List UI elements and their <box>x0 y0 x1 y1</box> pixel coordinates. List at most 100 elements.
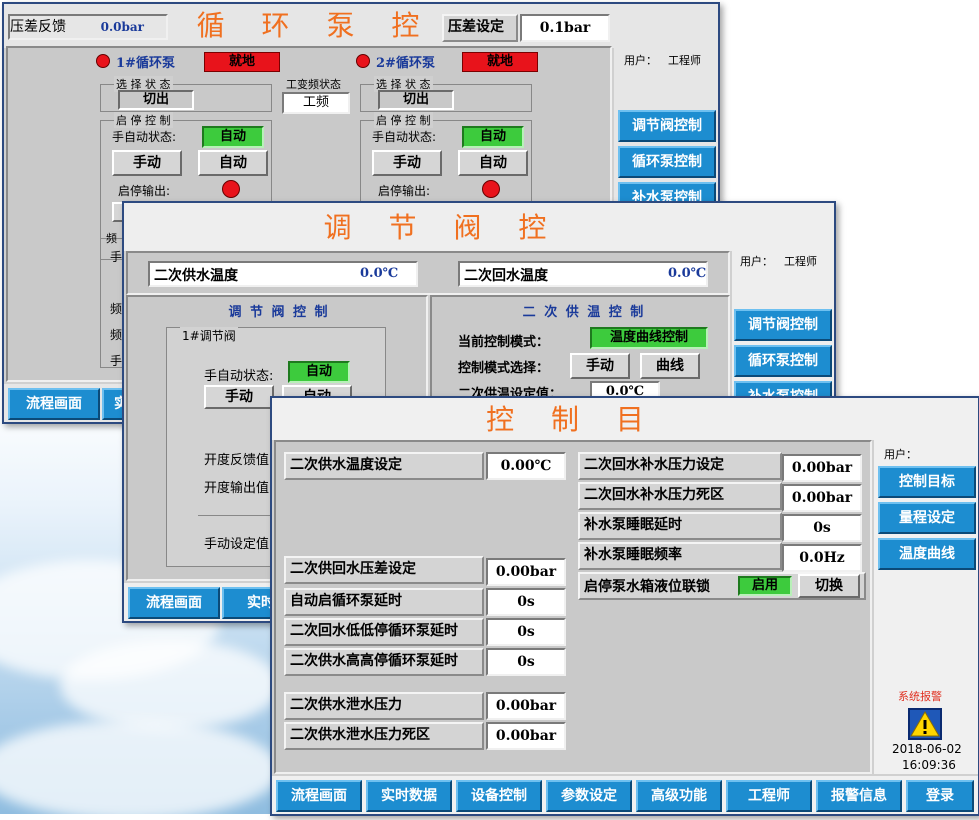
auto-start-delay-label: 自动启循环泵延时 <box>284 588 484 616</box>
valve1-group-label: 1#调节阀 <box>180 327 238 344</box>
nav-login[interactable]: 登录 <box>906 780 974 812</box>
makeup-sleep-freq-label: 补水泵睡眠频率 <box>578 542 782 570</box>
supply-temp-set-label: 二次供水温度设定 <box>284 452 484 480</box>
supply-temp-box <box>148 261 418 287</box>
time: 16:09:36 <box>902 758 956 772</box>
pump1-name: 1#循环泵 <box>116 56 175 71</box>
side-pump-control[interactable]: 循环泵控制 <box>734 345 832 377</box>
dp-set-value[interactable]: 0.1bar <box>520 14 610 42</box>
side-temp-curve[interactable]: 温度曲线 <box>878 538 976 570</box>
nav-advanced[interactable]: 高级功能 <box>636 780 722 812</box>
return-temp-label: 二次回水温度 <box>464 268 548 284</box>
makeup-sleep-freq-value[interactable]: 0.0Hz <box>782 544 862 572</box>
return-low-stop-delay-value[interactable]: 0s <box>486 618 566 646</box>
warning-icon[interactable] <box>908 708 942 740</box>
background-cloud <box>60 640 280 730</box>
partial-label: 频 <box>106 232 117 245</box>
partial-label: 手 <box>110 250 123 264</box>
valve-manual-button[interactable]: 手动 <box>204 385 274 409</box>
nav-alarm-info[interactable]: 报警信息 <box>816 780 902 812</box>
pump2-manual-auto-value: 自动 <box>462 126 524 148</box>
pump2-manual-auto-label: 手自动状态: <box>372 130 437 144</box>
pump1-manual-auto-label: 手自动状态: <box>112 130 177 144</box>
drain-pressure-deadband-label: 二次供水泄水压力死区 <box>284 722 484 750</box>
pump2-startstop-label: 启 停 控 制 <box>374 112 433 128</box>
mode-manual-button[interactable]: 手动 <box>570 353 630 379</box>
background-cloud <box>0 720 280 820</box>
pump2-auto-button[interactable]: 自动 <box>458 150 528 176</box>
pump2-output-label: 启停输出: <box>378 184 431 198</box>
freq-state-value: 工频 <box>282 92 350 114</box>
alarm-label: 系统报警 <box>898 690 942 703</box>
side-control-target[interactable]: 控制目标 <box>878 466 976 498</box>
dp-feedback-value: 0.0bar <box>8 14 168 40</box>
nav-device-control[interactable]: 设备控制 <box>456 780 542 812</box>
return-temp-box <box>458 261 708 287</box>
page-title: 控 制 目 标 <box>486 403 658 476</box>
makeup-pressure-set-label: 二次回水补水压力设定 <box>578 452 782 480</box>
dp-feedback-label: 压差反馈 <box>10 19 66 35</box>
current-mode-value: 温度曲线控制 <box>590 327 708 349</box>
makeup-sleep-delay-value[interactable]: 0s <box>782 514 862 542</box>
pump2-name: 2#循环泵 <box>376 56 435 71</box>
interlock-toggle-button[interactable]: 切换 <box>798 574 860 598</box>
nav-realtime-data[interactable]: 实时数据 <box>366 780 452 812</box>
auto-start-delay-value[interactable]: 0s <box>486 588 566 616</box>
valve-manual-auto-label: 手自动状态: <box>204 369 274 384</box>
drain-pressure-deadband-value[interactable]: 0.00bar <box>486 722 566 750</box>
date: 2018-06-02 <box>892 742 962 756</box>
user-value: 工程师 <box>668 54 701 67</box>
user-value: 工程师 <box>784 255 817 268</box>
mode-curve-button[interactable]: 曲线 <box>640 353 700 379</box>
control-target-window: 控 制 目 标 二次供水温度设定 0.00℃ 二次供回水压差设定 0.00bar… <box>270 396 979 816</box>
page-title: 调 节 阀 控 制 <box>323 211 561 286</box>
user-label: 用户： <box>884 448 917 461</box>
user-label: 用户： <box>624 54 657 67</box>
dp-set-value[interactable]: 0.00bar <box>486 558 566 586</box>
side-range-setting[interactable]: 量程设定 <box>878 502 976 534</box>
supply-temp-value: 0.0℃ <box>360 266 399 281</box>
nav-flow[interactable]: 流程画面 <box>276 780 362 812</box>
pump1-select-group <box>100 84 272 112</box>
pump2-output-lamp <box>482 180 500 198</box>
supply-high-stop-delay-value[interactable]: 0s <box>486 648 566 676</box>
interlock-label: 启停泵水箱液位联锁 <box>584 579 710 595</box>
drain-pressure-value[interactable]: 0.00bar <box>486 692 566 720</box>
interlock-state: 启用 <box>738 576 792 596</box>
manual-set-label: 手动设定值 <box>204 537 270 552</box>
supply-temp-label: 二次供水温度 <box>154 268 238 284</box>
makeup-pressure-deadband-value[interactable]: 0.00bar <box>782 484 862 512</box>
header-bar <box>124 203 834 251</box>
nav-engineer[interactable]: 工程师 <box>726 780 812 812</box>
side-valve-control[interactable]: 调节阀控制 <box>618 110 716 142</box>
supply-temp-set-value[interactable]: 0.00℃ <box>486 452 566 480</box>
valve-manual-auto-value: 自动 <box>288 361 350 383</box>
current-mode-label: 当前控制模式： <box>458 335 550 350</box>
nav-parameter-setting[interactable]: 参数设定 <box>546 780 632 812</box>
pump1-auto-button[interactable]: 自动 <box>198 150 268 176</box>
page-title: 循 环 泵 控 制 <box>196 9 434 82</box>
user-label: 用户： <box>740 255 773 268</box>
pump2-select-state[interactable]: 切出 <box>378 90 454 110</box>
open-output-label: 开度输出值 <box>204 481 270 496</box>
pump1-manual-button[interactable]: 手动 <box>112 150 182 176</box>
return-low-stop-delay-label: 二次回水低低停循环泵延时 <box>284 618 484 646</box>
pump1-output-lamp <box>222 180 240 198</box>
nav-flow[interactable]: 流程画面 <box>8 388 100 420</box>
makeup-pressure-set-value[interactable]: 0.00bar <box>782 454 862 482</box>
dp-set-label: 二次供回水压差设定 <box>284 556 484 584</box>
partial-label: 频 <box>110 302 123 316</box>
dp-set-label: 压差设定 <box>442 14 518 42</box>
pump2-select-label: 选 择 状 态 <box>374 76 433 92</box>
mode-select-label: 控制模式选择： <box>458 361 550 376</box>
side-valve-control[interactable]: 调节阀控制 <box>734 309 832 341</box>
pump2-manual-button[interactable]: 手动 <box>372 150 442 176</box>
pump1-status-lamp <box>96 54 110 68</box>
pump1-startstop-label: 启 停 控 制 <box>114 112 173 128</box>
pump1-local-badge: 就地 <box>204 52 280 72</box>
side-pump-control[interactable]: 循环泵控制 <box>618 146 716 178</box>
pump1-manual-auto-value: 自动 <box>202 126 264 148</box>
nav-flow[interactable]: 流程画面 <box>128 587 220 619</box>
pump1-select-state[interactable]: 切出 <box>118 90 194 110</box>
partial-label: 频 <box>110 328 123 342</box>
